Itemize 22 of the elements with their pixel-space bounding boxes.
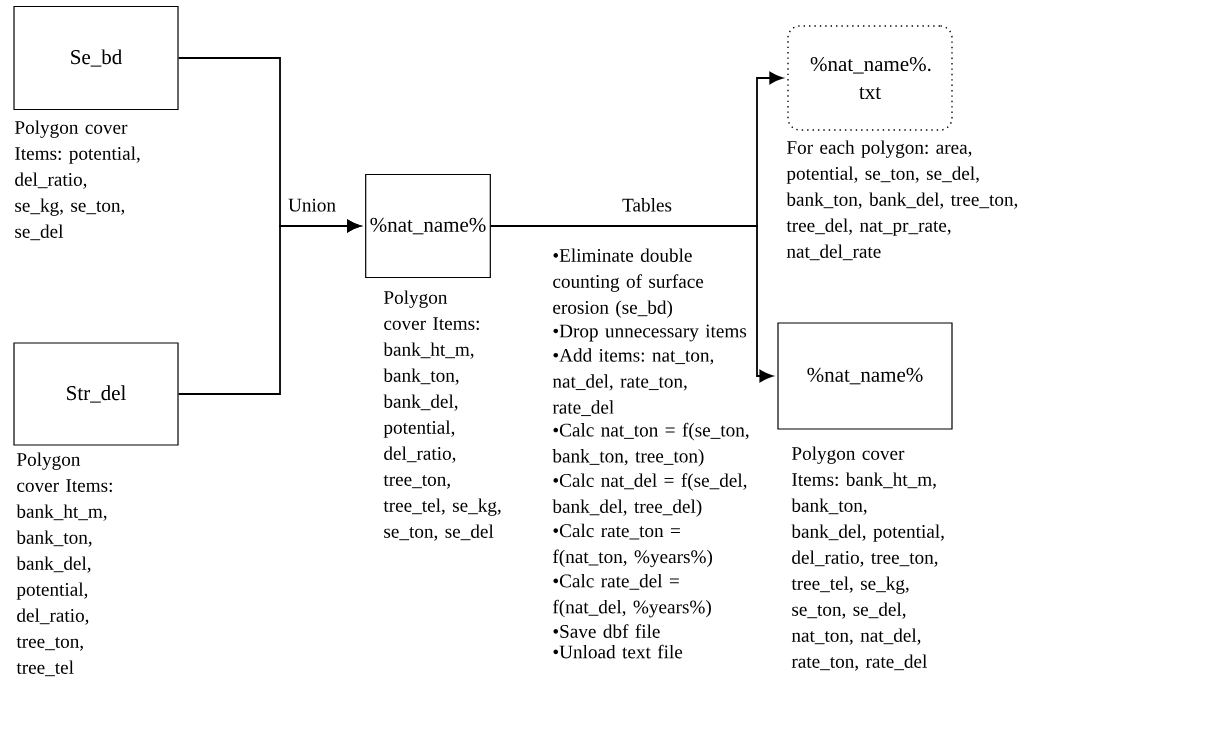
step-text: •Drop unnecessary items — [553, 324, 747, 342]
connector-arrow — [177, 219, 361, 395]
process-box: %nat_name%. txt — [787, 25, 953, 131]
description-text: Polygon cover Items: bank_ht_m, bank_ton, bank_del, potential, del_ratio, tree_ton, tree_tel — [16, 452, 112, 677]
step-text: •Eliminate double counting of surface erosion (se_bd) — [553, 248, 704, 318]
process-box: Str_del — [13, 342, 179, 446]
edge-label: Tables — [620, 196, 674, 214]
description-text: Polygon cover Items: bank_ht_m, bank_ton, bank_del, potential, del_ratio, tree_ton, tree_tel, se_kg, se_ton, se_del — [383, 290, 501, 541]
step-text: •Calc nat_ton = f(se_ton, bank_ton, tree_ton) — [552, 422, 749, 467]
process-box: %nat_name% — [365, 173, 491, 279]
step-text: •Calc rate_ton = f(nat_ton, %years%) — [553, 523, 713, 568]
step-text: •Calc nat_del = f(se_del, bank_del, tree_del) — [552, 473, 747, 517]
description-text: For each polygon: area, potential, se_ton, se_del, bank_ton, bank_del, tree_ton, tree_del, nat_pr_rate, nat_del_rate — [786, 140, 1018, 261]
step-text: •Calc rate_del = f(nat_del, %years%) — [553, 573, 711, 618]
description-text: Polygon cover Items: potential, del_ratio, se_kg, se_ton, se_del — [15, 120, 140, 241]
process-box: Se_bd — [13, 5, 179, 111]
step-text: •Unload text file — [553, 644, 683, 659]
step-text: •Save dbf file — [553, 624, 660, 638]
process-box: %nat_name% — [777, 322, 953, 430]
edge-label: Union — [286, 196, 338, 214]
step-text: •Add items: nat_ton, nat_del, rate_ton, rate_del — [552, 348, 714, 417]
description-text: Polygon cover Items: bank_ht_m, bank_ton, bank_del, potential, del_ratio, tree_ton, tree_tel, se_kg, se_ton, se_del, nat_ton, nat_del, rate_ton, rate_del — [791, 446, 944, 671]
